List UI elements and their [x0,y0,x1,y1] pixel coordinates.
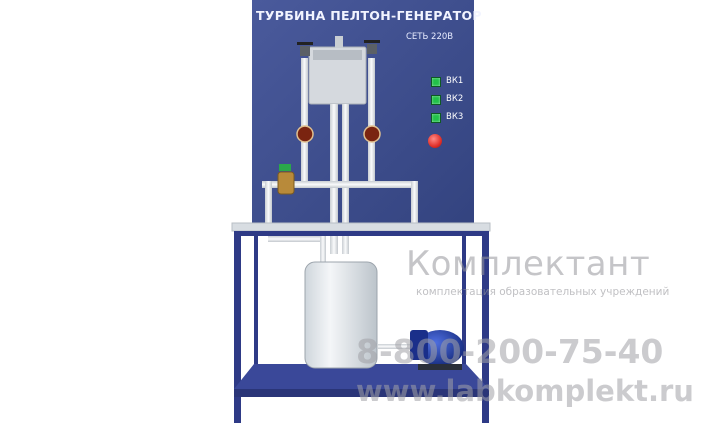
switch-vk3-button[interactable] [431,113,441,123]
bottom-shelf [234,364,489,389]
watermark-phone: 8-800-200-75-40 [356,332,664,371]
watermark-brand: Комплектант [406,244,651,284]
watermark-url: www.labkomplekt.ru [356,374,694,408]
right-riser-pipe [368,58,375,184]
brass-valve-icon [277,171,295,195]
frame-leg-inner-left [254,231,258,391]
outlet-pipe-right [342,104,349,254]
table-top [231,222,491,232]
frame-leg-inner-right [462,231,466,391]
emergency-stop-button[interactable] [428,134,442,148]
frame-top-rail [234,231,489,236]
watermark-tagline: комплектация образовательных учреждений [416,286,670,298]
water-tank [304,261,378,369]
flowmeter-left-icon [296,125,314,143]
switch-vk3-label: ВК3 [446,112,464,122]
panel-title: ТУРБИНА ПЕЛТОН-ГЕНЕРАТОР [256,8,482,23]
frame-leg-left [234,231,241,423]
right-down-pipe [411,181,418,226]
switch-vk1-button[interactable] [431,77,441,87]
left-riser-pipe [301,58,308,184]
generator-top [335,36,343,48]
manifold-pipe [262,181,418,188]
mains-label: СЕТЬ 220В [406,32,454,42]
frame-leg-right [482,231,489,423]
switch-vk1-label: ВК1 [446,76,464,86]
switch-vk2-button[interactable] [431,95,441,105]
left-down-pipe [265,181,272,227]
switch-vk2-label: ВК2 [446,94,464,104]
flowmeter-right-icon [363,125,381,143]
valve-right-icon [367,44,377,54]
valve-left-icon [300,46,310,56]
outlet-pipe-left [330,104,338,254]
